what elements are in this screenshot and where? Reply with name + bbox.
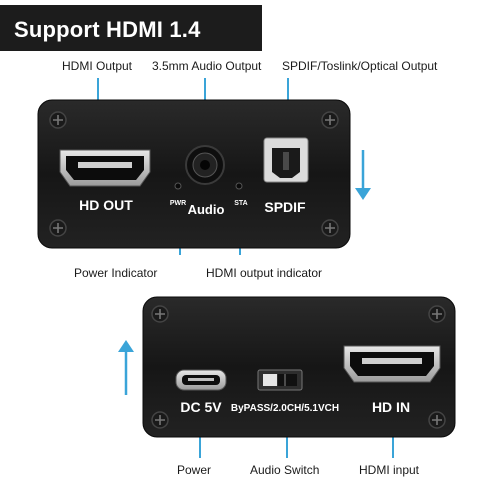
page-title: Support HDMI 1.4 [14,17,201,42]
spdif-port [263,137,309,183]
top-panel: HD OUT Audio PWR STA SPDIF [37,99,351,249]
arrow-down-icon [355,150,371,200]
title-banner: Support HDMI 1.4 [0,5,262,51]
screw-icon [49,111,67,129]
screw-icon [151,305,169,323]
hd-in-label: HD IN [372,399,410,415]
callout-power-indicator: Power Indicator [74,266,158,280]
sta-led-icon [235,182,243,190]
power-led-icon [174,182,182,190]
pwr-label: PWR [170,200,186,207]
callout-spdif-output: SPDIF/Toslink/Optical Output [282,59,438,73]
callout-hdmi-output: HDMI Output [62,59,133,73]
callout-audio-switch: Audio Switch [250,463,320,477]
switch-label: ByPASS/2.0CH/5.1VCH [231,403,339,414]
audio-label: Audio [188,202,225,217]
bottom-panel: DC 5V ByPASS/2.0CH/5.1VCH HD IN [142,296,456,438]
audio-switch [257,369,303,391]
audio-jack [185,145,225,185]
callout-audio-output: 3.5mm Audio Output [152,59,262,73]
hd-out-label: HD OUT [79,197,133,213]
screw-icon [428,411,446,429]
callout-hdmi-input: HDMI input [359,463,420,477]
hdmi-out-port [59,149,151,187]
hdmi-in-port [343,345,441,383]
screw-icon [321,219,339,237]
arrow-up-icon [118,340,134,395]
screw-icon [151,411,169,429]
spdif-label: SPDIF [264,199,306,215]
callout-hdmi-output-indicator: HDMI output indicator [206,266,323,280]
screw-icon [321,111,339,129]
screw-icon [428,305,446,323]
dc-power-port [175,369,227,391]
screw-icon [49,219,67,237]
dc-label: DC 5V [180,399,222,415]
callout-power: Power [177,463,212,477]
sta-label: STA [234,200,247,207]
